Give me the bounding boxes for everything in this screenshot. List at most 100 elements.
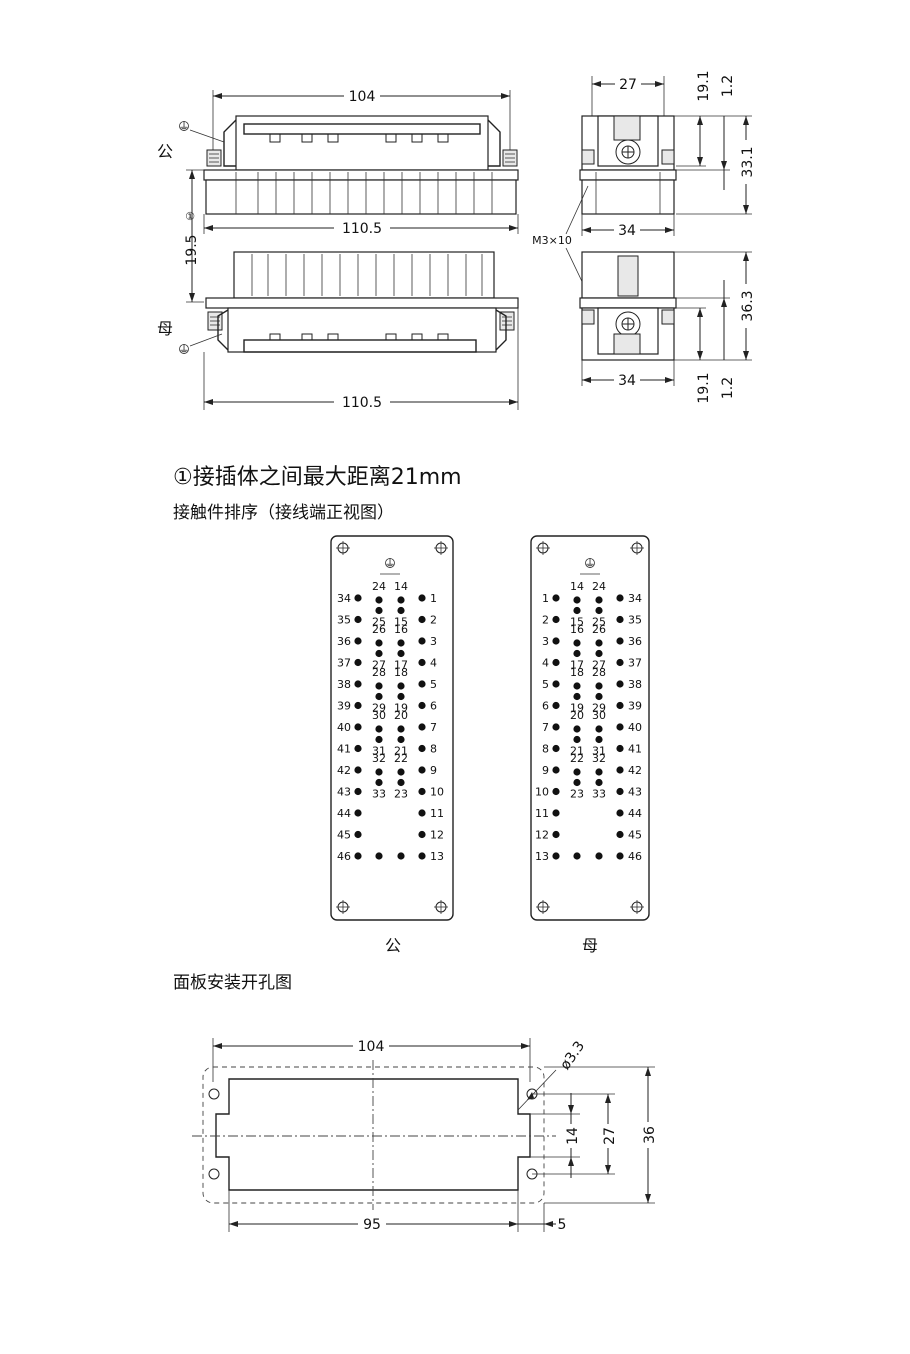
female-pin-dot	[573, 639, 581, 647]
female-side-view: 母 ⏚ 110.5	[157, 251, 519, 411]
female-pin-label: 25	[592, 616, 606, 629]
female-pin-label: 39	[628, 700, 642, 713]
female-pin-label: 3	[542, 635, 549, 648]
male-pin-label: 40	[337, 721, 351, 734]
male-pin-label: 17	[394, 659, 408, 672]
female-pin-label: 30	[592, 709, 606, 722]
female-pin-label: 31	[592, 745, 606, 758]
panel-cutout-drawing: 104 ø3.3 14 27	[192, 1036, 658, 1233]
female-panel-caption: 母	[582, 936, 598, 955]
male-end-view: 27 19.1 1.2 33.1	[579, 70, 756, 239]
female-pin-label: 18	[570, 666, 584, 679]
female-pin-dot	[552, 594, 560, 602]
female-pin-label: 36	[628, 635, 642, 648]
male-pin-label: 24	[372, 580, 386, 593]
male-pin-label: 10	[430, 786, 444, 799]
male-pin-dot	[397, 778, 405, 787]
male-panel-mount-holes	[336, 541, 448, 914]
female-pin-dot	[552, 766, 560, 774]
male-pin-label: 4	[430, 657, 437, 670]
cutout-dim-27: 27	[602, 1127, 618, 1145]
male-pin-label: 12	[430, 829, 444, 842]
male-pin-dot	[354, 852, 362, 860]
male-pin-label: 9	[430, 764, 437, 777]
male-dim-1105: 110.5	[342, 221, 382, 237]
female-pin-label: 24	[592, 580, 606, 593]
male-pin-label: 45	[337, 829, 351, 842]
female-pin-dot	[616, 809, 624, 817]
female-pin-dot	[595, 852, 603, 860]
male-pin-dot	[397, 682, 405, 690]
female-pin-dot	[552, 637, 560, 645]
male-pin-dot	[418, 809, 426, 817]
female-pin-label: 10	[535, 786, 549, 799]
male-panel-caption: 公	[385, 936, 401, 955]
cutout-dim-104: 104	[358, 1039, 385, 1055]
male-pin-dot	[397, 768, 405, 776]
female-pin-label: 22	[570, 752, 584, 765]
male-pin-dot	[375, 852, 383, 860]
male-pin-dot	[375, 596, 383, 604]
female-ground-icon: ⏚	[179, 343, 190, 356]
female-pin-label: 33	[592, 788, 606, 801]
male-pin-label: 14	[394, 580, 408, 593]
male-pin-label: 3	[430, 635, 437, 648]
end-dim-363: 36.3	[740, 290, 756, 321]
female-pin-label: 34	[628, 592, 642, 605]
male-pin-label: 23	[394, 788, 408, 801]
female-pin-label: 11	[535, 807, 549, 820]
female-pin-dot	[616, 766, 624, 774]
male-panel-ground-icon: ⏚	[385, 557, 396, 570]
contact-arrangement-title: 接触件排序（接线端正视图）	[173, 503, 394, 523]
end-dim-12-male: 1.2	[720, 75, 736, 97]
male-pin-dot	[397, 639, 405, 647]
end-dim-191-female: 19.1	[696, 372, 712, 403]
female-pin-dot	[552, 723, 560, 731]
female-pin-dot	[552, 701, 560, 710]
male-pin-label: 2	[430, 614, 437, 627]
female-pin-dot	[552, 787, 560, 796]
male-pin-label: 11	[430, 807, 444, 820]
male-pin-label: 8	[430, 743, 437, 756]
male-label: 公	[157, 142, 173, 161]
cutout-dim-5: 5	[558, 1217, 567, 1233]
female-pin-dot	[616, 637, 624, 645]
note-max-distance: ①接插体之间最大距离21mm	[173, 465, 462, 490]
female-pin-label: 19	[570, 702, 584, 715]
female-pin-label: 15	[570, 616, 584, 629]
male-pin-dot	[418, 701, 426, 710]
female-pin-label: 7	[542, 721, 549, 734]
male-pin-dot	[375, 649, 383, 658]
female-pin-label: 28	[592, 666, 606, 679]
female-pin-dot	[595, 692, 603, 701]
male-pin-label: 6	[430, 700, 437, 713]
male-pin-label: 43	[337, 786, 351, 799]
male-pin-label: 18	[394, 666, 408, 679]
male-pin-label: 1	[430, 592, 437, 605]
male-pin-dot	[354, 766, 362, 774]
male-pin-label: 5	[430, 678, 437, 691]
male-pin-dot	[397, 692, 405, 701]
male-pin-dot	[418, 680, 426, 688]
female-panel-ground-icon: ⏚	[585, 557, 596, 570]
female-pin-label: 21	[570, 745, 584, 758]
female-pin-label: 41	[628, 743, 642, 756]
male-pin-label: 32	[372, 752, 386, 765]
end-dim-34-male: 34	[618, 223, 636, 239]
female-pin-label: 42	[628, 764, 642, 777]
male-pin-dot	[354, 744, 362, 753]
female-pin-dot	[616, 830, 624, 839]
female-pin-dot	[595, 768, 603, 776]
female-pin-dot	[552, 809, 560, 817]
female-pin-dot	[595, 639, 603, 647]
male-pin-dot	[397, 649, 405, 658]
screw-label: M3×10	[532, 234, 572, 247]
female-pin-dot	[573, 682, 581, 690]
female-pin-dot	[616, 744, 624, 753]
female-pin-dot	[595, 725, 603, 733]
female-pin-label: 40	[628, 721, 642, 734]
male-pin-dot	[397, 596, 405, 604]
male-pin-dot	[418, 744, 426, 753]
female-pin-label: 29	[592, 702, 606, 715]
